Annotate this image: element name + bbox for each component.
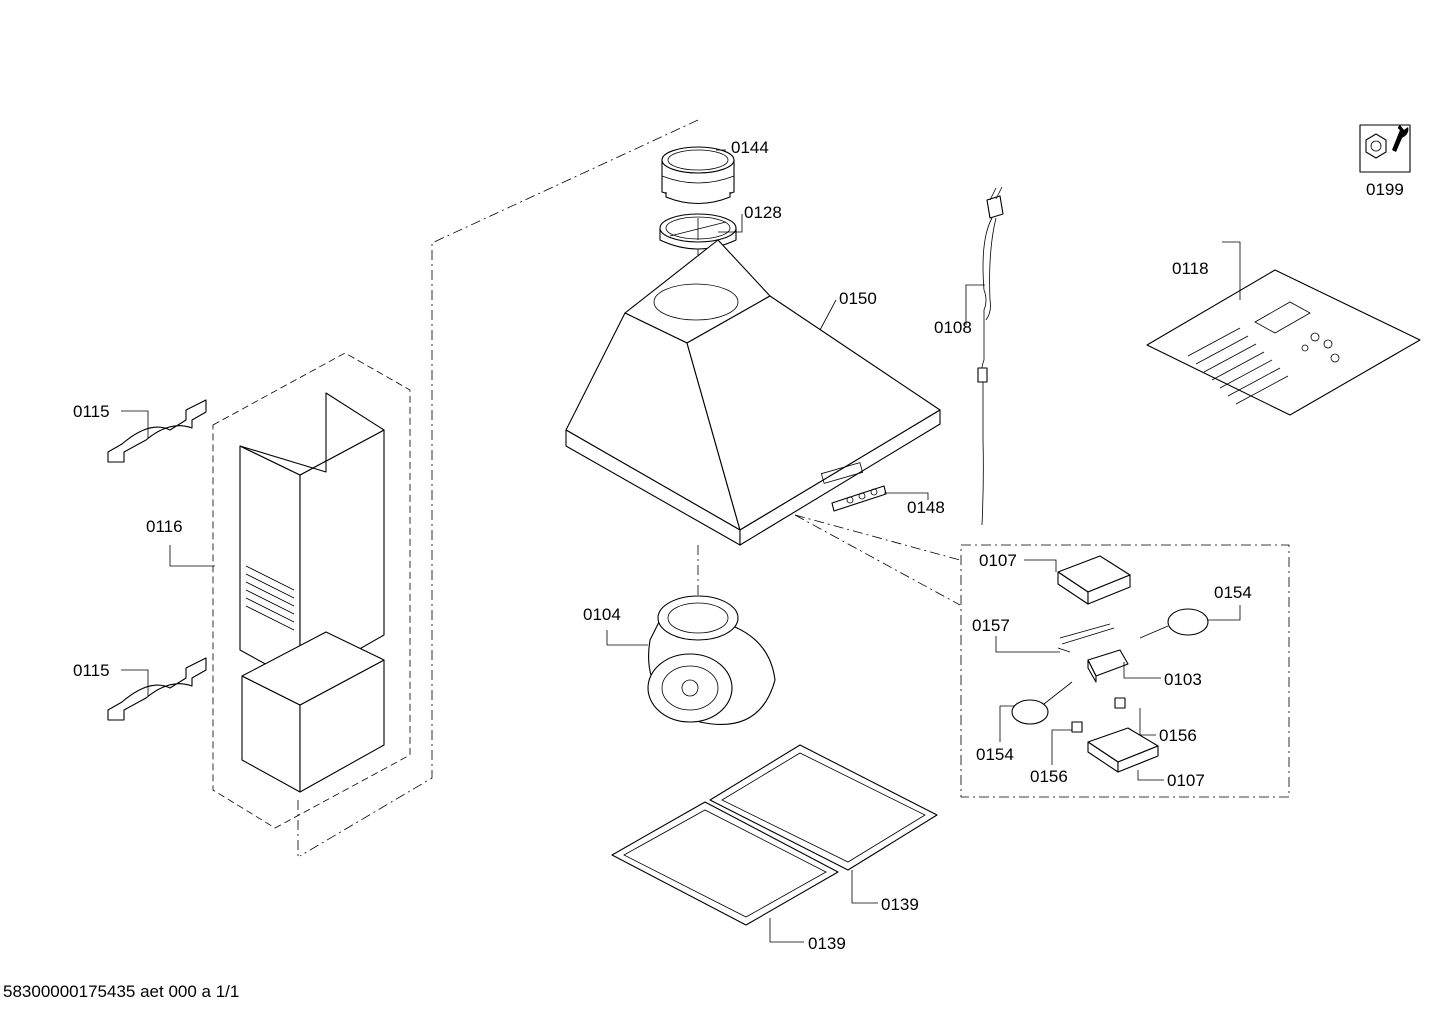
part-label-0115-upper: 0115 [73,402,110,421]
part-label-0150: 0150 [839,289,877,308]
part-label-0118: 0118 [1172,259,1209,278]
electronic-module-part-lower [1087,727,1159,773]
part-label-0128: 0128 [744,203,782,222]
hood-body-part [565,239,941,546]
grease-filter-part-back [709,744,938,871]
part-label-0115-lower: 0115 [73,661,110,680]
control-panel-part [831,485,887,512]
grease-filter-part-front [611,801,839,926]
wiring-harness-part [1057,623,1115,653]
part-label-0139-front: 0139 [808,934,846,953]
electronic-module-part-upper [1057,555,1131,605]
document-footer-code: 58300000175435 aet 000 a 1/1 [3,982,240,1001]
lamp-part-lower [1011,681,1073,725]
chimney-part [239,392,385,793]
part-label-0107-lower: 0107 [1167,771,1205,790]
leader-lines [121,149,1241,943]
bracket-part-lower [107,657,207,721]
screw-bag-part [1146,269,1421,416]
part-label-0107-upper: 0107 [979,551,1017,570]
part-label-0103: 0103 [1164,670,1202,689]
part-label-0157: 0157 [972,616,1010,635]
bracket-part-upper [107,399,207,463]
duct-connector-part [661,146,735,204]
part-label-0154-lower: 0154 [976,745,1014,764]
terminal-block-part [1087,649,1129,683]
part-label-0108: 0108 [934,318,972,337]
part-label-0156-right: 0156 [1159,726,1197,745]
part-label-0156-left: 0156 [1030,767,1068,786]
part-label-0154-upper: 0154 [1214,583,1252,602]
lamp-part-upper [1139,608,1209,639]
part-label-0148: 0148 [907,498,945,517]
part-label-0199: 0199 [1366,180,1404,199]
part-label-0139-back: 0139 [881,895,919,914]
fan-motor-part [647,595,776,726]
part-label-0116: 0116 [146,517,183,536]
wrench-nut-icon [1359,124,1411,173]
backdraught-flap-part [659,213,737,250]
part-label-0144: 0144 [731,138,769,157]
clip-part-right [1114,697,1126,709]
power-cable-part [977,186,1004,526]
part-label-0104: 0104 [583,605,621,624]
clip-part-left [1071,721,1083,733]
